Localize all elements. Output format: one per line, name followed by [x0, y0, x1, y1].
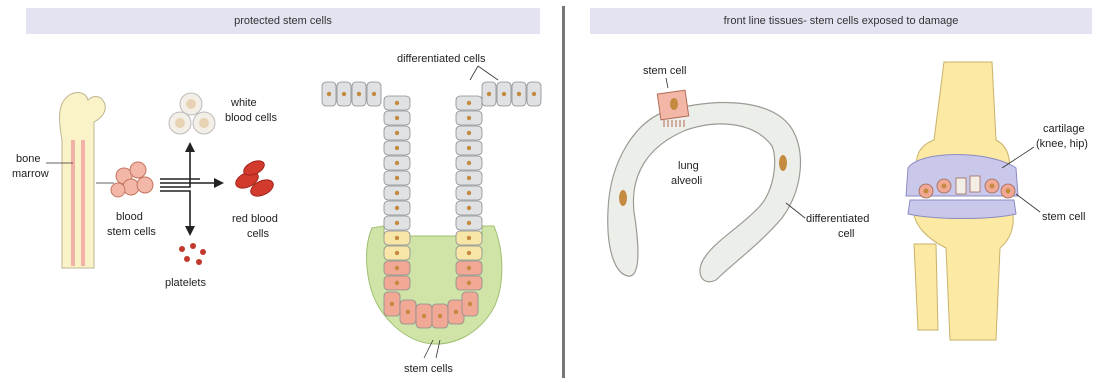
cell-nucleus: [467, 236, 471, 240]
cell-nucleus: [395, 236, 399, 240]
alveoli-nucleus-1: [619, 190, 627, 206]
red-blood-cells: [233, 158, 276, 200]
cells-label: cells: [247, 228, 270, 240]
knee-joint: [906, 62, 1018, 340]
alveoli-nucleus-2: [779, 155, 787, 171]
cell-nucleus: [395, 146, 399, 150]
cell-nucleus: [395, 176, 399, 180]
cell-nucleus: [395, 191, 399, 195]
differentiated-cells-label: differentiated cells: [397, 53, 486, 65]
cell-nucleus: [342, 92, 346, 96]
bone-label: bone: [16, 153, 40, 165]
cell-nucleus: [468, 302, 472, 306]
cell-nucleus: [467, 206, 471, 210]
blood-cells-label: blood cells: [225, 112, 277, 124]
fibula: [914, 244, 938, 330]
lung-alveoli-shape: [608, 103, 801, 282]
stem-cells-label: stem cells: [107, 226, 156, 238]
platelets: [179, 243, 206, 265]
stem-cell-knee-label: stem cell: [1042, 211, 1085, 223]
cell-nucleus: [467, 251, 471, 255]
differentiated-cell-pointer: [786, 203, 805, 218]
cell-nucleus: [395, 251, 399, 255]
cell-nucleus: [395, 266, 399, 270]
cell-nucleus: [357, 92, 361, 96]
differentiated-pointer-2: [478, 66, 498, 80]
white-blood-cells: [169, 93, 215, 134]
cell-nucleus: [395, 281, 399, 285]
cell-nucleus: [467, 116, 471, 120]
cell-nucleus: [502, 92, 506, 96]
differentiation-arrows: [160, 150, 214, 228]
cell-nucleus: [467, 176, 471, 180]
arrow-heads: [185, 142, 224, 236]
cartilage-lower: [908, 200, 1016, 219]
red-blood-label: red blood: [232, 213, 278, 225]
cell-label: cell: [838, 228, 855, 240]
cell-nucleus: [372, 92, 376, 96]
marrow-label: marrow: [12, 168, 49, 180]
cell-nucleus: [454, 310, 458, 314]
lung-stem-pointer: [666, 78, 668, 88]
cell-nucleus: [467, 101, 471, 105]
platelets-label: platelets: [165, 277, 206, 289]
cell-nucleus: [390, 302, 394, 306]
intestinal-crypt: [322, 82, 541, 344]
knee-hip-label: (knee, hip): [1036, 138, 1088, 150]
cell-nucleus: [487, 92, 491, 96]
stem-cell-top-label: stem cell: [643, 65, 686, 77]
cell-nucleus: [467, 191, 471, 195]
blood-stem-cells-cluster: [111, 162, 153, 197]
cell-nucleus: [395, 116, 399, 120]
cell-nucleus: [532, 92, 536, 96]
cell-nucleus: [467, 161, 471, 165]
cell-nucleus: [467, 146, 471, 150]
cell-nucleus: [395, 221, 399, 225]
cartilage-label: cartilage: [1043, 123, 1085, 135]
lung-label: lung: [678, 160, 699, 172]
alveoli-label: alveoli: [671, 175, 702, 187]
cell-nucleus: [395, 101, 399, 105]
cell-nucleus: [422, 314, 426, 318]
cell-nucleus: [395, 161, 399, 165]
differentiated-pointer-1: [470, 66, 478, 80]
differentiated-label: differentiated: [806, 213, 869, 225]
knee-stem-pointer: [1016, 194, 1040, 212]
white-label: white: [230, 97, 257, 109]
crypt-stem-cells-label: stem cells: [404, 363, 453, 375]
cell-nucleus: [517, 92, 521, 96]
cell-nucleus: [406, 310, 410, 314]
cell-nucleus: [395, 206, 399, 210]
cell-nucleus: [395, 131, 399, 135]
cell-nucleus: [327, 92, 331, 96]
cell-nucleus: [467, 281, 471, 285]
cell-nucleus: [467, 221, 471, 225]
cell-nucleus: [438, 314, 442, 318]
cell-nucleus: [467, 266, 471, 270]
bone-illustration: [60, 93, 106, 268]
cell-nucleus: [467, 131, 471, 135]
blood-label: blood: [116, 211, 143, 223]
